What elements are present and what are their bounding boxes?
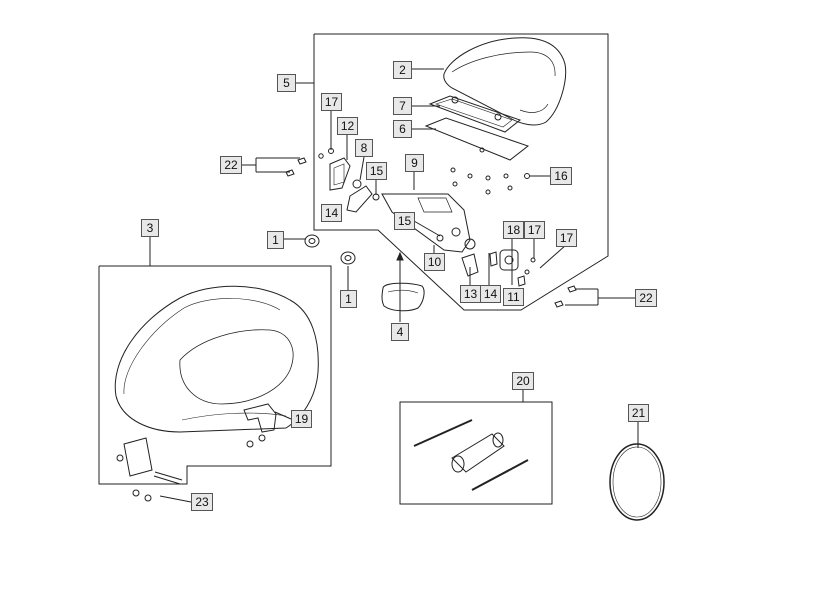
part-1-grommet-b	[340, 251, 356, 265]
callout-label-22: 22	[635, 289, 657, 307]
callout-label-6: 6	[393, 120, 412, 138]
part-1-grommet-a	[304, 234, 320, 248]
part-2-cowl	[443, 37, 567, 126]
callout-label-23: 23	[191, 493, 213, 511]
part-12-lock	[329, 157, 351, 191]
part-19-bracket	[243, 403, 277, 433]
part-7-gasket	[428, 95, 522, 133]
callout-label-10: 10	[424, 253, 445, 271]
callout-label-16: 16	[550, 167, 572, 185]
part-3-seat	[114, 285, 319, 433]
callout-label-7: 7	[393, 97, 412, 115]
callout-label-22: 22	[220, 156, 242, 174]
part-18-lock	[499, 249, 519, 271]
callout-label-14: 14	[480, 285, 501, 303]
callout-label-13: 13	[460, 285, 481, 303]
part-4-pad	[381, 282, 425, 312]
callout-label-1: 1	[340, 290, 357, 308]
frame-part-20	[399, 401, 553, 505]
callout-label-1: 1	[267, 231, 284, 249]
callout-label-20: 20	[512, 372, 534, 390]
frame-part-5	[313, 33, 609, 311]
callout-label-2: 2	[393, 61, 412, 79]
callout-label-14: 14	[321, 204, 342, 222]
callout-label-5: 5	[277, 74, 296, 92]
callout-label-4: 4	[391, 323, 409, 341]
part-13-hinge	[461, 253, 479, 277]
callout-label-15: 15	[366, 162, 387, 180]
callout-label-12: 12	[337, 117, 358, 135]
callout-label-8: 8	[355, 139, 373, 157]
callout-label-17: 17	[524, 221, 545, 239]
part-20-socket-wrench	[451, 433, 505, 473]
callout-label-15: 15	[394, 212, 415, 230]
part-6-plate	[424, 117, 530, 161]
callout-label-21: 21	[628, 404, 649, 422]
callout-label-17: 17	[321, 93, 342, 111]
callout-label-17: 17	[556, 229, 577, 247]
callout-label-18: 18	[503, 221, 524, 239]
callout-label-3: 3	[141, 219, 159, 237]
callout-label-11: 11	[503, 288, 524, 306]
part-21-ring	[609, 443, 665, 521]
callout-label-19: 19	[291, 410, 312, 428]
callout-label-9: 9	[405, 154, 424, 172]
frame-part-3	[98, 265, 332, 485]
